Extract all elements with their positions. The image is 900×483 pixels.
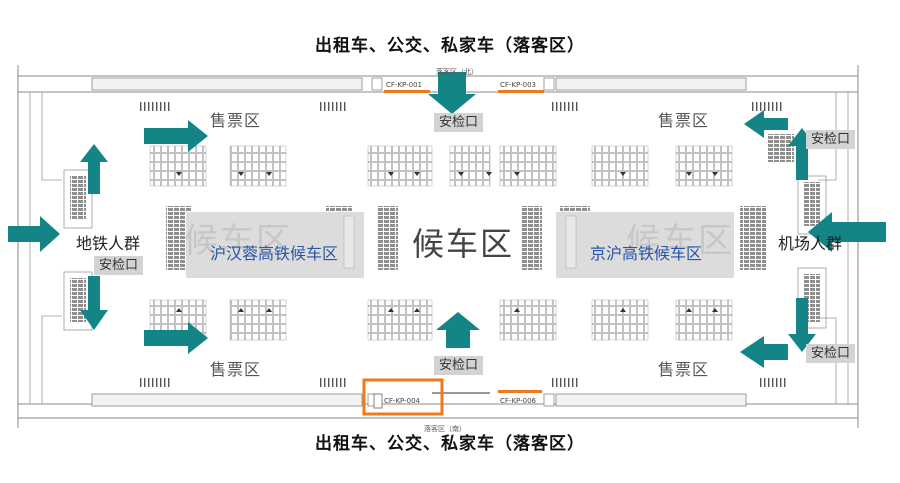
north-wall bbox=[91, 77, 747, 91]
east-hall-watermark: 候车区 bbox=[626, 221, 734, 261]
stall-blocks-south bbox=[149, 299, 733, 341]
door-code-003[interactable]: CF-KP-003 bbox=[500, 81, 536, 89]
stall-blocks-north bbox=[149, 145, 733, 187]
security-check-east-bottom: 安检口 bbox=[806, 344, 856, 363]
arrow-left-icon bbox=[744, 110, 788, 138]
east-hall-label: 京沪高铁候车区 bbox=[590, 244, 703, 263]
arrow-right-icon bbox=[8, 216, 60, 252]
arrow-down-icon bbox=[428, 72, 476, 114]
bottom-door-gray bbox=[432, 392, 490, 394]
west-hall-block bbox=[186, 212, 364, 278]
arrow-down-icon bbox=[788, 298, 816, 352]
south-road-label: 出租车、公交、私家车（落客区） bbox=[315, 434, 585, 454]
west-hall-watermark: 候车区 bbox=[184, 221, 292, 261]
security-check-east-top: 安检口 bbox=[806, 130, 856, 149]
dropoff-south-label: 落客区（南） bbox=[424, 425, 466, 433]
arrow-left-icon bbox=[740, 336, 788, 368]
center-divider-left bbox=[343, 215, 355, 269]
south-wall bbox=[91, 393, 747, 407]
door-post-south bbox=[373, 393, 383, 409]
ticket-area-ne: 售票区 bbox=[658, 111, 710, 130]
ticket-area-sw: 售票区 bbox=[210, 360, 262, 379]
arrow-right-icon bbox=[144, 120, 208, 152]
east-hall-block bbox=[556, 212, 734, 278]
door-code-004[interactable]: CF-KP-004 bbox=[384, 397, 420, 405]
east-stairs bbox=[768, 134, 820, 322]
center-divider-right bbox=[565, 215, 577, 269]
security-check-north: 安检口 bbox=[434, 113, 484, 132]
metro-crowd-label: 地铁人群 bbox=[76, 234, 141, 253]
security-check-west: 安检口 bbox=[94, 256, 144, 275]
airport-crowd-label: 机场人群 bbox=[778, 234, 843, 253]
arrow-right-icon bbox=[144, 322, 208, 354]
arrow-up-icon bbox=[80, 144, 108, 194]
arrow-left-icon bbox=[808, 212, 886, 252]
security-check-south: 安检口 bbox=[434, 356, 484, 375]
ticket-area-se: 售票区 bbox=[658, 360, 710, 379]
ticket-gates bbox=[140, 102, 788, 387]
arrow-up-icon bbox=[436, 312, 480, 348]
door-code-006[interactable]: CF-KP-006 bbox=[500, 397, 536, 405]
counter-markers bbox=[176, 172, 718, 312]
dropoff-north-label: 落客区（北） bbox=[436, 68, 478, 76]
highlighted-door-frame bbox=[362, 378, 444, 416]
door-code-001[interactable]: CF-KP-001 bbox=[386, 81, 422, 89]
ticket-area-nw: 售票区 bbox=[210, 111, 262, 130]
north-road-label: 出租车、公交、私家车（落客区） bbox=[315, 36, 585, 56]
door-strips bbox=[384, 90, 544, 393]
main-hall-label: 候车区 bbox=[412, 225, 515, 263]
west-hall-label: 沪汉蓉高铁候车区 bbox=[210, 244, 339, 263]
arrow-down-icon bbox=[80, 276, 108, 330]
